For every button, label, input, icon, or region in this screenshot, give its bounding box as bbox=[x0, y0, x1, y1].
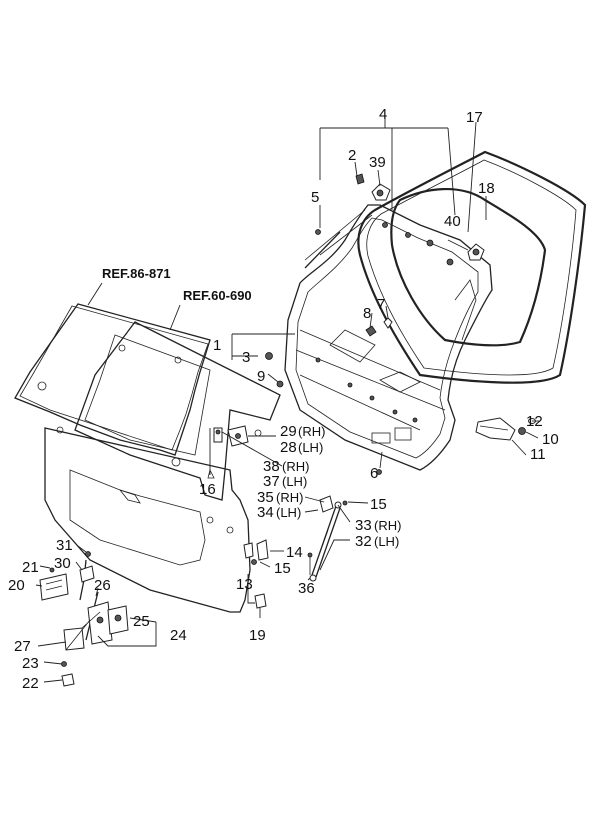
callout-17: 17 bbox=[466, 109, 483, 126]
part-13-bracket bbox=[243, 542, 254, 559]
callout-31: 31 bbox=[56, 537, 73, 554]
callout-30: 30 bbox=[54, 555, 71, 572]
handle-part-11 bbox=[475, 417, 516, 441]
callout-19: 19 bbox=[249, 627, 266, 644]
callout-32: 32 bbox=[355, 533, 372, 550]
callout-5: 5 bbox=[311, 189, 319, 206]
side-32: (LH) bbox=[374, 534, 399, 549]
hinge-37-38 bbox=[207, 427, 223, 479]
callout-22: 22 bbox=[22, 675, 39, 692]
part-2-clip bbox=[355, 173, 365, 185]
callout-15-lower: 15 bbox=[274, 560, 291, 577]
side-34: (LH) bbox=[276, 505, 301, 520]
callout-26: 26 bbox=[94, 577, 111, 594]
callout-15-upper: 15 bbox=[370, 496, 387, 513]
callout-28: 28 bbox=[280, 439, 297, 456]
callout-7: 7 bbox=[377, 296, 385, 313]
callout-29: 29 bbox=[280, 423, 297, 440]
callout-4: 4 bbox=[379, 106, 387, 123]
leader-lines bbox=[35, 115, 540, 683]
part-23-bolt bbox=[61, 661, 67, 667]
tailgate-inner-panel bbox=[284, 204, 493, 471]
callout-38: 38 bbox=[263, 458, 280, 475]
actuator-27 bbox=[63, 611, 101, 651]
part-6-bolt bbox=[376, 469, 382, 475]
callout-37: 37 bbox=[263, 473, 280, 490]
part-19-bumper bbox=[254, 593, 267, 609]
callout-6: 6 bbox=[370, 465, 378, 482]
part-5-rod bbox=[304, 229, 341, 269]
hinge-28-29 bbox=[227, 425, 249, 447]
latch-24-25 bbox=[87, 601, 129, 645]
ref-panel-60-690 bbox=[74, 321, 281, 501]
callout-1: 1 bbox=[213, 337, 221, 354]
lock-part-20 bbox=[39, 573, 69, 601]
part-21-clip bbox=[49, 567, 55, 573]
strut-bracket-34-35 bbox=[319, 495, 348, 513]
side-28: (LH) bbox=[298, 440, 323, 455]
callout-8: 8 bbox=[363, 305, 371, 322]
weatherstrip-outer-17 bbox=[357, 150, 587, 384]
callout-36: 36 bbox=[298, 580, 315, 597]
bracket-14 bbox=[251, 539, 269, 565]
part-39-grommet bbox=[371, 183, 391, 201]
part-7-clip bbox=[383, 317, 393, 329]
part-36-stud bbox=[307, 552, 313, 575]
ref-label-86-871: REF.86-871 bbox=[102, 266, 171, 281]
side-33: (RH) bbox=[374, 518, 401, 533]
side-35: (RH) bbox=[276, 490, 303, 505]
callout-25: 25 bbox=[133, 613, 150, 630]
callout-3: 3 bbox=[242, 349, 250, 366]
callout-11: 11 bbox=[530, 446, 546, 463]
part-30-31-rod bbox=[79, 551, 95, 601]
callout-39: 39 bbox=[369, 154, 386, 171]
tailgate-outer-shell bbox=[44, 426, 262, 613]
part-9-bolt bbox=[276, 380, 284, 388]
ref-label-60-690: REF.60-690 bbox=[183, 288, 252, 303]
ref-glass-86-871 bbox=[14, 303, 211, 467]
callout-27: 27 bbox=[14, 638, 31, 655]
callout-21: 21 bbox=[22, 559, 39, 576]
part-8-bolt bbox=[365, 325, 377, 337]
callout-14: 14 bbox=[286, 544, 303, 561]
callout-18: 18 bbox=[478, 180, 495, 197]
callout-40: 40 bbox=[444, 213, 461, 230]
weatherstrip-inner-18 bbox=[390, 188, 547, 347]
side-37: (LH) bbox=[282, 474, 307, 489]
callout-9: 9 bbox=[257, 368, 265, 385]
callout-35: 35 bbox=[257, 489, 274, 506]
part-40-fastener bbox=[467, 243, 485, 261]
callout-34: 34 bbox=[257, 504, 274, 521]
callout-13: 13 bbox=[236, 576, 253, 593]
callout-16: 16 bbox=[199, 481, 216, 498]
callout-10: 10 bbox=[542, 431, 559, 448]
callout-20: 20 bbox=[8, 577, 25, 594]
part-10-screw bbox=[518, 427, 526, 435]
part-3-bolt bbox=[265, 352, 273, 360]
part-22-cap bbox=[61, 673, 75, 687]
gas-strut-32-33 bbox=[309, 501, 342, 582]
callout-23: 23 bbox=[22, 655, 39, 672]
callout-33: 33 bbox=[355, 517, 372, 534]
side-29: (RH) bbox=[298, 424, 325, 439]
callout-12: 12 bbox=[526, 413, 543, 430]
callout-24: 24 bbox=[170, 627, 187, 644]
callout-2: 2 bbox=[348, 147, 356, 164]
side-38: (RH) bbox=[282, 459, 309, 474]
